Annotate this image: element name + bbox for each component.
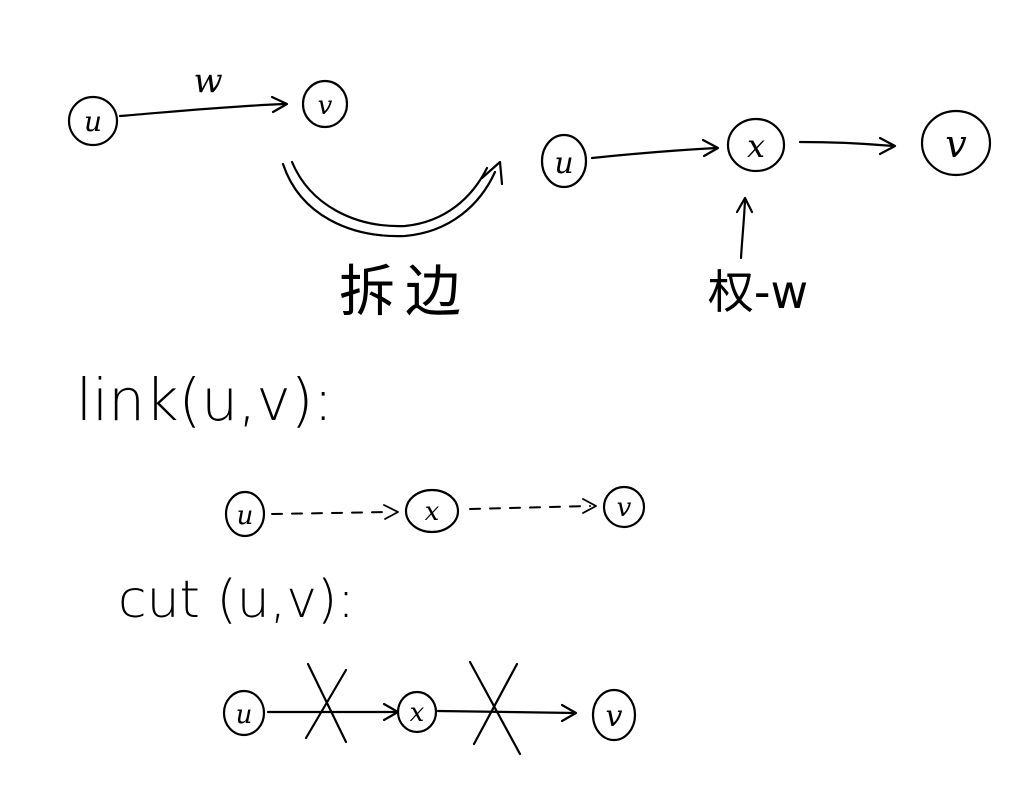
edge-x-v-arrowhead xyxy=(878,136,897,156)
transform-arrow xyxy=(281,160,504,238)
cut-mark-2b xyxy=(472,662,519,746)
node-u-circle xyxy=(540,133,588,189)
cut-mark-2a xyxy=(468,660,522,756)
edge-x-v-arrowhead xyxy=(560,703,578,723)
node-v-label: v xyxy=(617,493,632,523)
cut-mark-1b xyxy=(304,668,348,740)
node-x-circle xyxy=(404,488,460,534)
curve-arrowhead xyxy=(480,160,504,186)
node-x-label: x xyxy=(747,127,765,165)
dashed-edge-u-x xyxy=(271,511,391,515)
node-x-label: x xyxy=(425,497,440,527)
top-left-graph: u w v xyxy=(67,61,349,147)
dashed-edge-x-v xyxy=(469,505,591,510)
node-v-circle xyxy=(301,79,349,129)
edge-u-x-arrowhead xyxy=(701,138,720,158)
weight-arrow-head xyxy=(735,196,754,214)
edge-u-x xyxy=(590,146,718,160)
dashed-edge-x-v-arrowhead xyxy=(582,498,597,514)
edge-x-v xyxy=(436,709,577,715)
weight-label: 权-w xyxy=(708,265,808,319)
cut-graph: u x v xyxy=(222,660,637,756)
node-u-label: u xyxy=(84,105,102,138)
node-u-circle xyxy=(224,490,266,538)
edge-u-v xyxy=(118,102,287,118)
edge-x-v xyxy=(798,140,895,148)
link-label: link(u,v): xyxy=(76,366,333,434)
edge-weight-label: w xyxy=(193,61,222,101)
curve-outer xyxy=(281,162,497,238)
node-u-label: u xyxy=(236,700,253,730)
node-v-circle xyxy=(920,109,992,177)
node-v-label: v xyxy=(606,699,623,734)
node-x-circle xyxy=(726,117,786,173)
node-x-circle xyxy=(396,690,438,734)
node-x-label: x xyxy=(410,698,425,728)
node-v-circle xyxy=(602,485,646,529)
weight-arrow-shaft xyxy=(739,198,747,260)
curve-inner xyxy=(290,160,489,228)
node-v-label: v xyxy=(945,122,967,166)
node-u-circle xyxy=(222,689,266,737)
dashed-edge-u-x-arrowhead xyxy=(383,504,399,520)
node-u-label: u xyxy=(237,501,254,531)
node-u-label: u xyxy=(554,146,573,181)
edge-u-v-arrowhead xyxy=(270,95,289,114)
node-u-circle xyxy=(67,95,119,147)
node-v-label: v xyxy=(318,91,333,121)
link-graph: u x v xyxy=(224,485,646,538)
top-right-graph: u x v 权-w xyxy=(540,109,992,319)
cut-label: cut (u,v): xyxy=(118,570,355,630)
node-v-circle xyxy=(591,688,637,742)
transform-label: 拆边 xyxy=(339,260,471,325)
